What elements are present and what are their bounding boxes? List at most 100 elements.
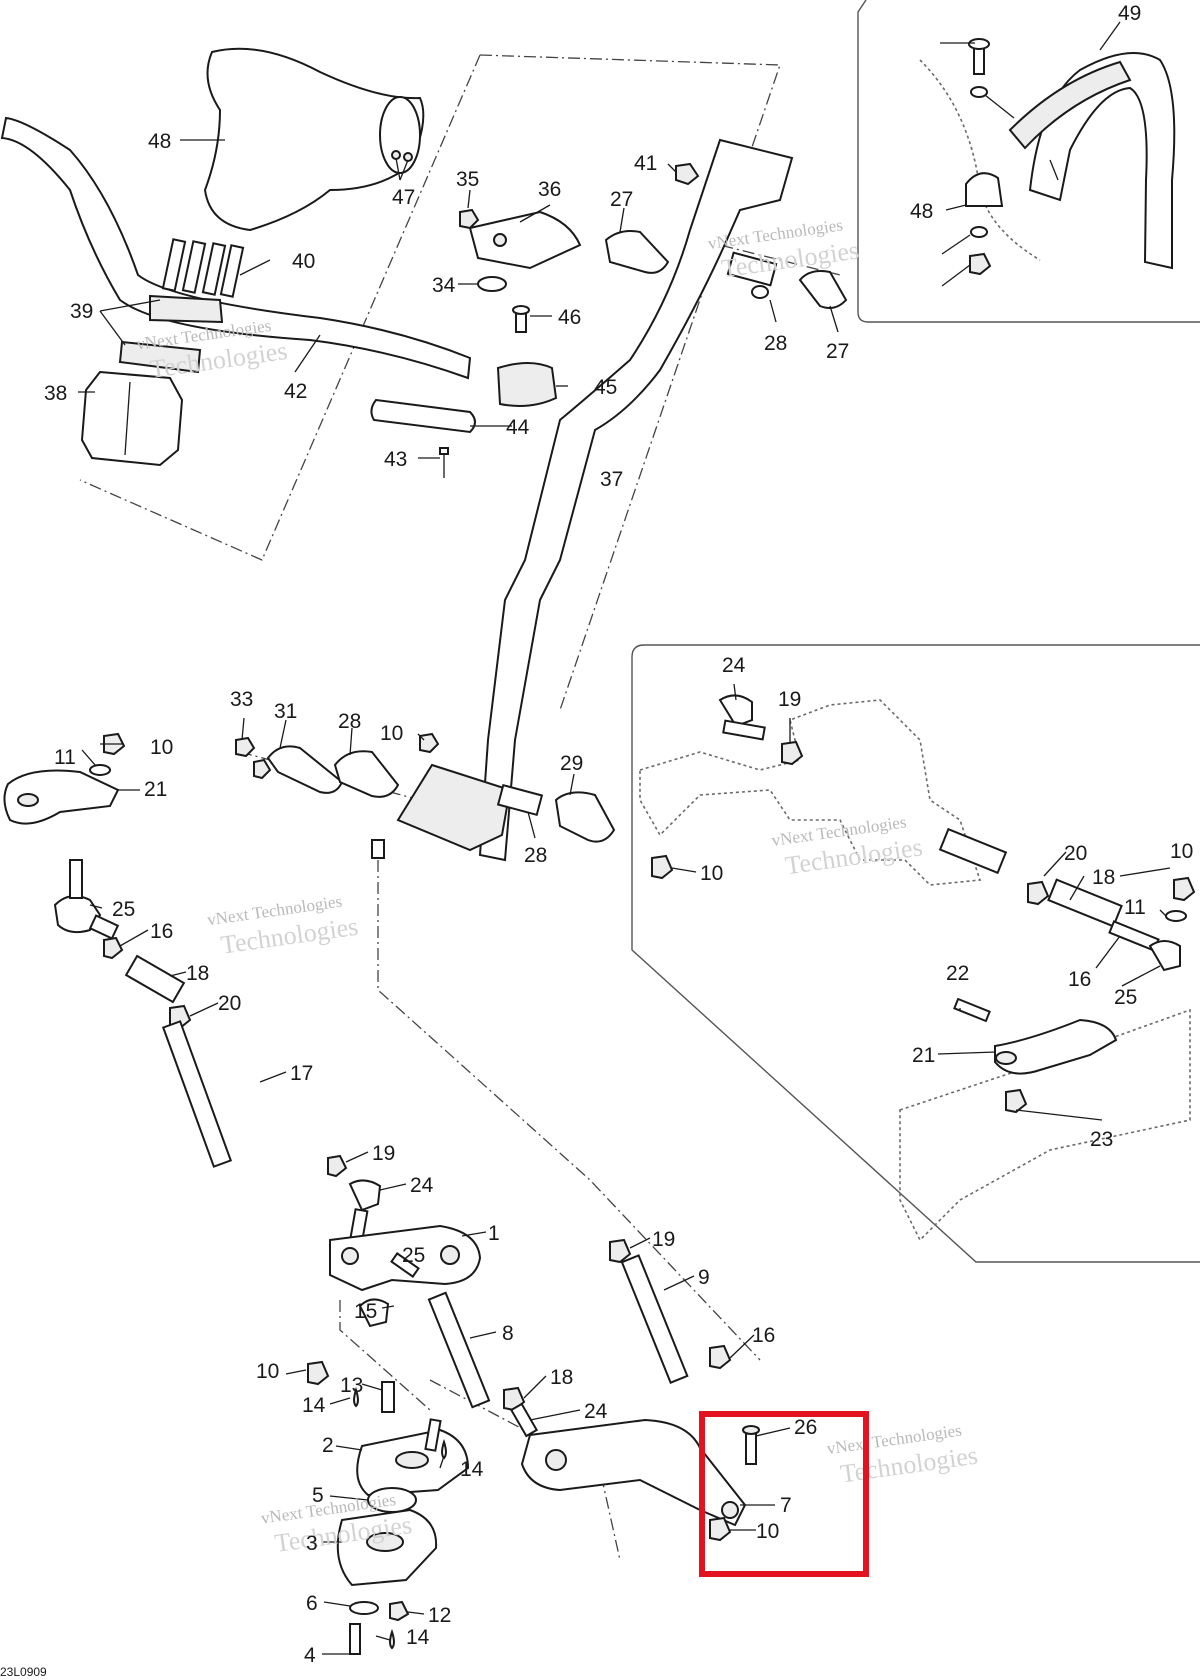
callout-18-left: 18 bbox=[186, 962, 209, 985]
leader-lines bbox=[78, 21, 1171, 1655]
callout-18-inset: 18 bbox=[1092, 866, 1115, 889]
handlebar-clamp-lower bbox=[118, 340, 202, 374]
washer-6 bbox=[349, 1601, 379, 1615]
ball-joint-15 bbox=[358, 1298, 390, 1328]
idler-arm-7 bbox=[520, 1418, 747, 1527]
callout-15: 15 bbox=[354, 1300, 377, 1323]
callout-28-top: 28 bbox=[764, 332, 787, 355]
grip-rivet bbox=[439, 447, 449, 478]
ball-stud-25-lower bbox=[390, 1252, 420, 1278]
callout-45: 49 bbox=[1118, 2, 1141, 25]
callout-10-inset: 10 bbox=[700, 862, 723, 885]
pitman-arm-21-right bbox=[994, 1018, 1118, 1075]
riser-bolts bbox=[161, 238, 245, 298]
riser-pad-46 bbox=[1008, 60, 1132, 150]
callout-10-inset-right: 10 bbox=[1170, 840, 1193, 863]
callout-18-lower: 18 bbox=[550, 1366, 573, 1389]
callout-17: 17 bbox=[290, 1062, 313, 1085]
callout-20-left: 20 bbox=[218, 992, 241, 1015]
nut-36 bbox=[675, 162, 700, 186]
nut-10-inset bbox=[651, 854, 674, 880]
callout-30: 34 bbox=[432, 274, 456, 297]
callout-20-inset: 20 bbox=[1064, 842, 1087, 865]
bushing-27-right bbox=[798, 270, 848, 309]
callout-42: 47 bbox=[392, 186, 415, 209]
nut-19-left bbox=[327, 1154, 348, 1178]
callout-43: 48 bbox=[148, 130, 171, 153]
loctite-drop-14-top bbox=[353, 1386, 359, 1408]
callout-35: 40 bbox=[292, 250, 315, 273]
bolt-14-right bbox=[424, 1418, 442, 1452]
callout-7: 7 bbox=[780, 1494, 792, 1517]
callout-9: 9 bbox=[698, 1266, 710, 1289]
callout-26: 26 bbox=[794, 1416, 817, 1439]
callout-6: 6 bbox=[306, 1592, 318, 1615]
bushing-27-upper bbox=[604, 230, 670, 274]
callout-23-mid: 33 bbox=[230, 688, 253, 711]
highlight-box bbox=[699, 1411, 869, 1577]
washer-48-bottom bbox=[970, 226, 988, 238]
handlebar bbox=[0, 116, 472, 380]
nut-23-mid-2 bbox=[253, 758, 272, 780]
callout-14-right: 14 bbox=[460, 1458, 484, 1481]
nut-10-highlight bbox=[709, 1516, 732, 1542]
drawing-code: 23L0909 bbox=[0, 1665, 47, 1679]
bolt-13 bbox=[381, 1381, 395, 1413]
callout-34: 39 bbox=[70, 300, 93, 323]
adjuster-18-left bbox=[124, 954, 186, 1004]
callout-39: 44 bbox=[506, 416, 530, 439]
nut-12 bbox=[389, 1600, 410, 1622]
callout-36: 41 bbox=[634, 152, 657, 175]
sleeve-28-mid bbox=[496, 783, 544, 817]
callout-29: 31 bbox=[274, 700, 297, 723]
callout-10-mid: 10 bbox=[380, 722, 403, 745]
callout-13: 13 bbox=[340, 1374, 363, 1397]
column-plate bbox=[396, 763, 512, 852]
callout-16-left: 16 bbox=[150, 920, 173, 943]
callout-23-top: 35 bbox=[456, 168, 479, 191]
callout-10-left: 10 bbox=[150, 736, 173, 759]
bushing-27-mid-left bbox=[333, 750, 400, 798]
inset-frame-handlebar-riser bbox=[857, 0, 1200, 323]
callout-23-inset: 23 bbox=[1090, 1128, 1113, 1151]
callout-37: 42 bbox=[284, 380, 307, 403]
sleeve-inset bbox=[938, 827, 1008, 875]
washer-11-inset bbox=[1165, 910, 1187, 922]
sleeve-28 bbox=[726, 251, 778, 287]
inset-frame-alt-steering bbox=[631, 644, 1200, 1263]
callout-25-left: 25 bbox=[112, 898, 135, 921]
callout-24-lower: 24 bbox=[584, 1400, 608, 1423]
callout-4: 4 bbox=[304, 1644, 316, 1667]
callout-5: 5 bbox=[312, 1484, 324, 1507]
screw-26 bbox=[745, 1429, 757, 1465]
handlebar-group bbox=[0, 47, 558, 478]
o-ring-30 bbox=[477, 276, 507, 292]
washer-28-top bbox=[751, 285, 769, 299]
callout-38: 43 bbox=[384, 448, 407, 471]
left-tie-rod bbox=[3, 732, 382, 1252]
handlebar-clamp-upper bbox=[149, 294, 224, 324]
callout-3: 3 bbox=[306, 1532, 318, 1555]
bolt-22 bbox=[953, 997, 991, 1023]
ball-joint-24-right bbox=[718, 694, 753, 728]
callout-44: 48 bbox=[910, 200, 933, 223]
callout-32: 37 bbox=[600, 468, 623, 491]
nut-19-right bbox=[609, 1238, 632, 1264]
callout-27-mid-right: 29 bbox=[560, 752, 583, 775]
nut-10-mid bbox=[419, 732, 440, 754]
callout-11-left: 11 bbox=[54, 746, 76, 769]
callout-24-left: 24 bbox=[410, 1174, 434, 1197]
nut-23-top bbox=[459, 208, 480, 230]
nut-16-right bbox=[709, 1344, 732, 1370]
callout-22: 22 bbox=[946, 962, 969, 985]
callout-12: 12 bbox=[428, 1604, 451, 1627]
steering-column bbox=[478, 138, 794, 862]
clamp-44 bbox=[965, 172, 1004, 207]
callout-16-inset: 16 bbox=[1068, 968, 1091, 991]
callout-2: 2 bbox=[322, 1434, 334, 1457]
callout-16-right: 16 bbox=[752, 1324, 775, 1347]
jam-nut-16-left bbox=[103, 936, 124, 960]
callout-40: 45 bbox=[594, 376, 617, 399]
callout-11-inset: 11 bbox=[1124, 896, 1146, 919]
callout-33: 38 bbox=[44, 382, 67, 405]
